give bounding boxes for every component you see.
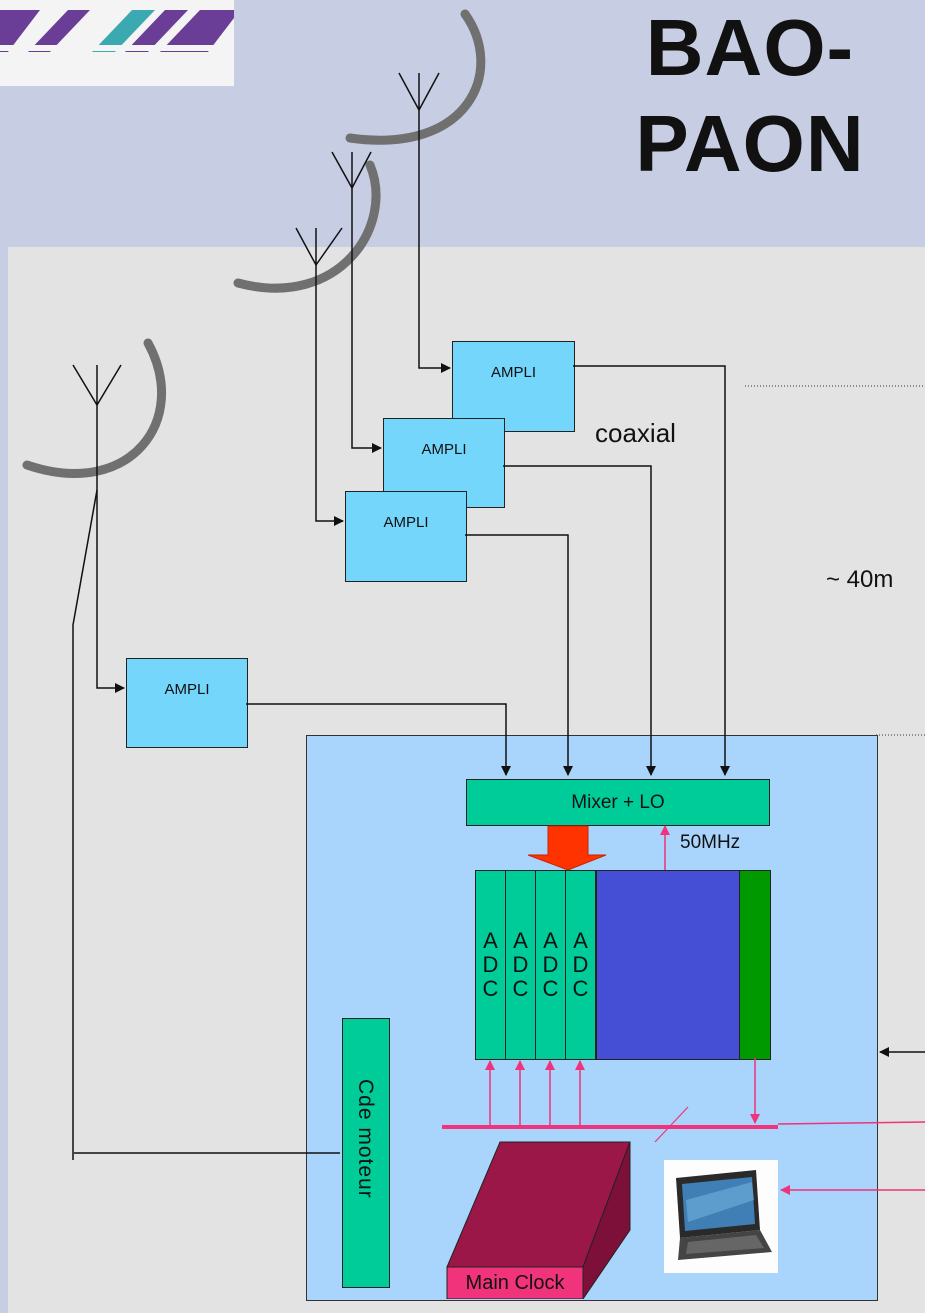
dish-antenna-1 [345,9,486,145]
signal-arrow [527,825,607,871]
logo-icon [0,10,234,52]
logo [0,0,234,86]
motor-control-label: Cde moteur [354,1079,377,1199]
ampli-3: AMPLI [345,491,467,582]
page-title: BAO- PAON [590,0,910,192]
cable-label: coaxial [595,418,676,448]
processing-board [596,870,741,1060]
title-line-1: BAO- [645,3,855,92]
main-clock-box [446,1141,631,1299]
dish-antenna-3 [22,338,167,478]
laptop [664,1160,778,1273]
main-clock-label: Main Clock [465,1272,565,1294]
motor-control-box: Cde moteur [342,1018,390,1288]
mixer-lo-box: Mixer + LO [466,779,770,826]
lo-frequency-label: 50MHz [680,832,741,853]
ampli-1: AMPLI [452,341,575,432]
title-line-2: PAON [635,99,865,188]
dish-antennas [22,9,486,478]
laptop-icon [676,1170,772,1260]
distance-label: ~ 40m [826,566,894,593]
adc-1: ADC [475,870,506,1060]
interface-board [739,870,771,1060]
adc-4: ADC [565,870,596,1060]
ampli-4: AMPLI [126,658,248,748]
dish-antenna-2 [233,160,381,293]
adc-2: ADC [505,870,536,1060]
